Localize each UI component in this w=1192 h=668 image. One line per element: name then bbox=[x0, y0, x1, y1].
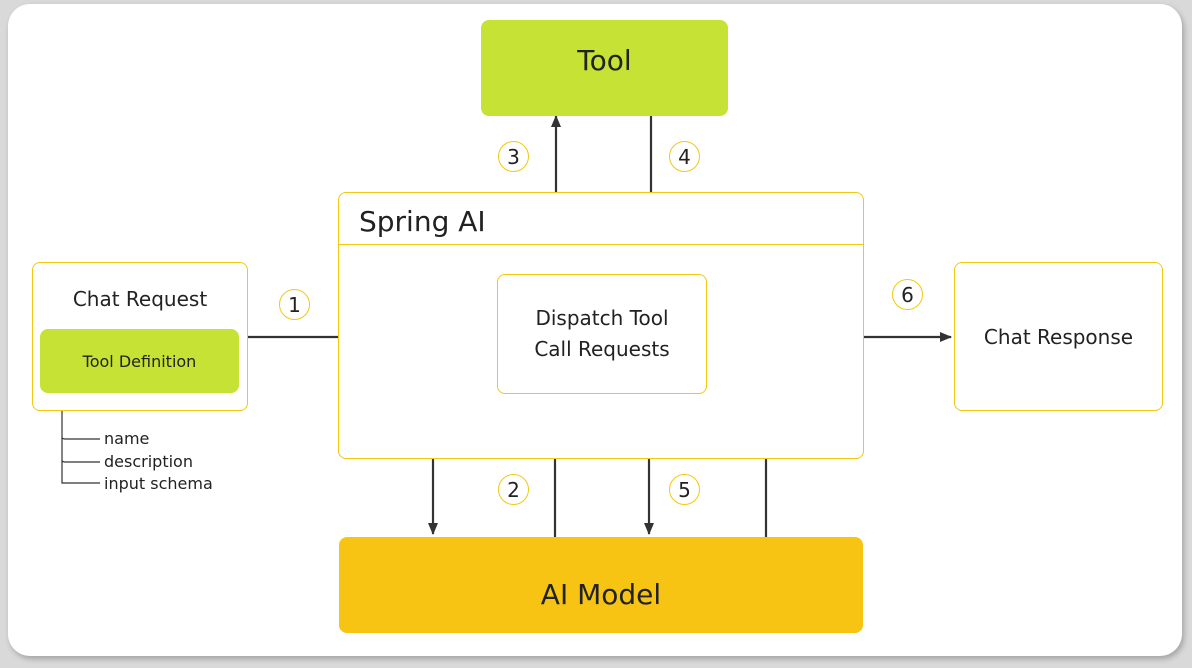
ai-model-label: AI Model bbox=[540, 578, 662, 611]
step-2-badge: 2 bbox=[498, 474, 529, 505]
field-name: name bbox=[104, 429, 150, 448]
ai-model-box: AI Model bbox=[339, 537, 863, 633]
tool-definition-box: Tool Definition bbox=[40, 329, 239, 393]
step-3-badge: 3 bbox=[498, 141, 529, 172]
step-5-number: 5 bbox=[678, 477, 691, 502]
tool-label: Tool bbox=[577, 44, 632, 77]
field-input-schema: input schema bbox=[104, 474, 213, 493]
chat-response-box: Chat Response bbox=[954, 262, 1163, 411]
step-6-number: 6 bbox=[901, 282, 914, 307]
step-5-badge: 5 bbox=[669, 474, 700, 505]
step-4-badge: 4 bbox=[669, 141, 700, 172]
step-4-number: 4 bbox=[678, 144, 691, 169]
dispatch-tool-call-requests-box: Dispatch Tool Call Requests bbox=[497, 274, 707, 394]
dispatch-label-line1: Dispatch Tool bbox=[535, 306, 669, 330]
field-description: description bbox=[104, 452, 193, 471]
spring-ai-divider bbox=[339, 244, 863, 245]
chat-request-title: Chat Request bbox=[72, 287, 208, 311]
tool-definition-label: Tool Definition bbox=[82, 351, 197, 371]
step-3-number: 3 bbox=[507, 144, 520, 169]
step-2-number: 2 bbox=[507, 477, 520, 502]
step-1-badge: 1 bbox=[279, 289, 310, 320]
dispatch-label-line2: Call Requests bbox=[534, 337, 670, 361]
chat-response-label: Chat Response bbox=[983, 324, 1134, 349]
tool-box: Tool bbox=[481, 20, 728, 116]
step-1-number: 1 bbox=[288, 292, 301, 317]
step-6-badge: 6 bbox=[892, 279, 923, 310]
spring-ai-title: Spring AI bbox=[359, 205, 486, 238]
